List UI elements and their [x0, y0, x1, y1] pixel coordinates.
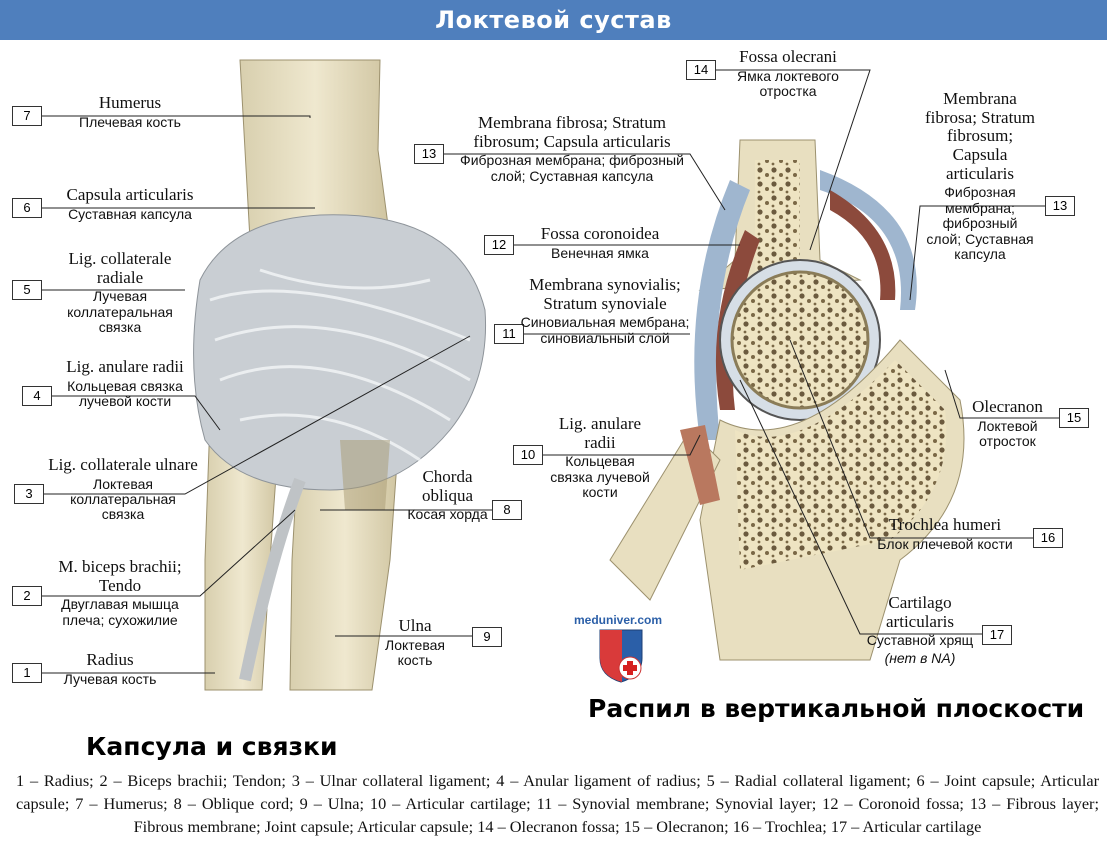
label-lat: Capsula articularis: [66, 185, 194, 204]
label-num-16: 16: [1033, 528, 1063, 548]
label-rus: Локтевая кость: [385, 636, 445, 669]
caption-left: Капсула и связки: [86, 732, 338, 761]
label-num-13-left: 13: [414, 144, 444, 164]
synovial-layer-right: [830, 190, 896, 300]
label-rus: Кольцевая связка лучевой кости: [67, 377, 183, 410]
leader-lines: [42, 69, 1059, 674]
label-lat: Trochlea humeri: [888, 515, 1002, 534]
label-num-7: 7: [12, 106, 42, 126]
label-rus: Фиброзная мембрана; фиброзный слой; Суст…: [460, 152, 684, 184]
label-num-15: 15: [1059, 408, 1089, 428]
ulna-texture: [340, 440, 390, 510]
left-figure: [193, 59, 487, 691]
label-olecranon: Olecranon Локтевой отросток: [960, 397, 1055, 450]
label-num-10: 10: [513, 445, 543, 465]
label-fossa-coronoidea: Fossa coronoidea Венечная ямка: [520, 224, 680, 261]
label-lat: Fossa coronoidea: [540, 224, 660, 243]
fibrous-capsule-right: [820, 170, 917, 310]
anular-ligament: [680, 425, 720, 505]
label-lat: Radius: [86, 650, 134, 669]
label-lat: Humerus: [98, 93, 162, 112]
label-lat: Olecranon: [972, 397, 1043, 416]
title-banner: Локтевой сустав: [0, 0, 1107, 40]
label-rus: Суставная капсула: [68, 205, 192, 222]
watermark-text: meduniver.com: [574, 613, 663, 627]
label-rus: Локтевой отросток: [977, 417, 1038, 450]
label-rus: Косая хорда: [407, 506, 488, 523]
label-num-3: 3: [14, 484, 44, 504]
label-rus: Плечевая кость: [79, 113, 181, 130]
label-rus: Ямка локтевого отростка: [737, 67, 839, 100]
legend-text: 1 – Radius; 2 – Biceps brachii; Tendon; …: [16, 771, 1099, 836]
label-membrana-fibrosa-left: Membrana fibrosa; Stratum fibrosum; Caps…: [452, 113, 692, 184]
label-lat: Lig. collaterale radiale: [68, 249, 172, 287]
label-rus: Блок плечевой кости: [877, 535, 1013, 552]
label-humerus: Humerus Плечевая кость: [45, 93, 215, 130]
label-ulna: Ulna Локтевая кость: [375, 616, 455, 669]
label-lig-collaterale-radiale: Lig. collaterale radiale Лучевая коллате…: [45, 249, 195, 336]
label-rus: Двуглавая мышца плеча; сухожилие: [61, 596, 179, 628]
label-rus: Лучевая кость: [63, 670, 157, 687]
label-num-8: 8: [492, 500, 522, 520]
label-membrana-synovialis: Membrana synovialis; Stratum synoviale С…: [520, 275, 690, 346]
label-num-1: 1: [12, 663, 42, 683]
label-rus: Суставной хрящ: [866, 632, 974, 649]
biceps-tendon: [239, 477, 306, 682]
label-lig-anulare-left: Lig. anulare radii Кольцевая связка луче…: [60, 357, 190, 410]
label-lat: Lig. anulare radii: [66, 357, 184, 376]
label-lat: Membrana fibrosa; Stratum fibrosum; Caps…: [473, 113, 671, 151]
label-radius: Radius Лучевая кость: [45, 650, 175, 687]
label-lig-anulare-right: Lig. anulare radii Кольцевая связка луче…: [545, 414, 655, 501]
label-num-14: 14: [686, 60, 716, 80]
elbow-illustration: [42, 59, 1059, 691]
label-fossa-olecrani: Fossa olecrani Ямка локтевого отростка: [718, 47, 858, 100]
label-lat: M. biceps brachii; Tendo: [58, 557, 182, 595]
label-cartilago-articularis: Cartilago articularis Суставной хрящ (не…: [865, 593, 975, 666]
caption-right: Распил в вертикальной плоскости: [588, 694, 1085, 723]
label-lat: Lig. collaterale ulnare: [48, 455, 198, 474]
label-lat: Membrana synovialis; Stratum synoviale: [529, 275, 681, 313]
fibrous-capsule-left: [694, 180, 750, 440]
label-rus: Кольцевая связка лучевой кости: [550, 453, 650, 501]
label-lat: Lig. anulare radii: [558, 414, 642, 452]
label-membrana-fibrosa-right: Membrana fibrosa; Stratum fibrosum; Caps…: [925, 89, 1036, 262]
label-note: (нет в NA): [884, 649, 956, 666]
humerus-shaft: [239, 59, 391, 241]
label-num-5: 5: [12, 280, 42, 300]
label-num-11: 11: [494, 324, 524, 344]
label-capsula: Capsula articularis Суставная капсула: [45, 185, 215, 222]
label-rus: Фиброзная мембрана; фиброзный слой; Суст…: [926, 184, 1034, 262]
label-num-2: 2: [12, 586, 42, 606]
trochlea-humeri: [730, 270, 870, 410]
label-lat: Membrana fibrosa; Stratum fibrosum; Caps…: [925, 89, 1036, 183]
label-lig-collaterale-ulnare: Lig. collaterale ulnare Локтевая коллате…: [48, 455, 198, 523]
label-num-4: 4: [22, 386, 52, 406]
label-lat: Chorda obliqua: [422, 467, 473, 505]
label-rus: Лучевая коллатеральная связка: [67, 288, 173, 336]
label-lat: Ulna: [398, 616, 432, 635]
label-num-13-right: 13: [1045, 196, 1075, 216]
right-figure: [609, 139, 965, 661]
label-chorda-obliqua: Chorda obliqua Косая хорда: [405, 467, 490, 523]
page-title: Локтевой сустав: [435, 6, 672, 34]
label-biceps: M. biceps brachii; Tendo Двуглавая мышца…: [40, 557, 200, 628]
label-num-9: 9: [472, 627, 502, 647]
joint-capsule-shape: [193, 214, 487, 491]
shield-logo-icon: [599, 629, 643, 683]
capsule-fibers: [209, 268, 471, 462]
label-num-6: 6: [12, 198, 42, 218]
label-lat: Fossa olecrani: [739, 47, 837, 66]
label-rus: Синовиальная мембрана; синовиальный слой: [520, 314, 690, 346]
label-num-17: 17: [982, 625, 1012, 645]
label-lat: Cartilago articularis: [886, 593, 954, 631]
label-num-12: 12: [484, 235, 514, 255]
label-rus: Венечная ямка: [551, 244, 649, 261]
label-trochlea-humeri: Trochlea humeri Блок плечевой кости: [865, 515, 1025, 552]
label-rus: Локтевая коллатеральная связка: [70, 475, 176, 523]
